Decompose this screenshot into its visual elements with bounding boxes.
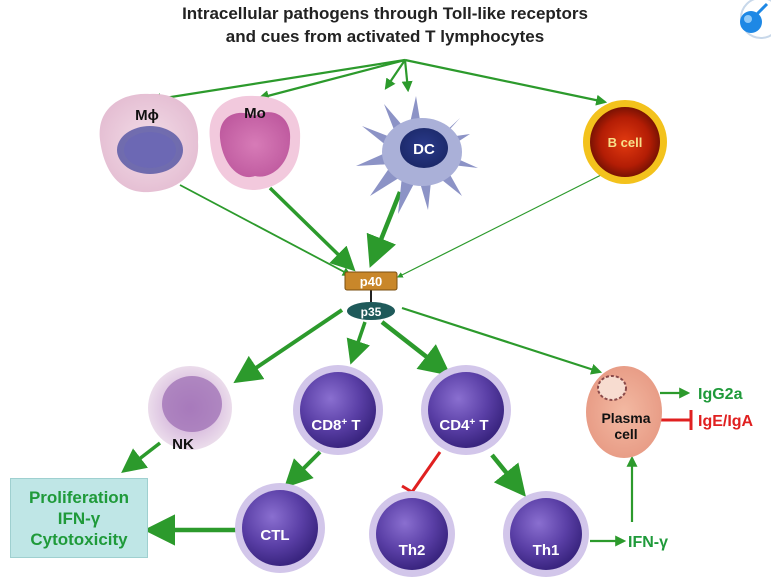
top-arrows	[149, 58, 608, 106]
macrophage-cell: Mϕ	[99, 93, 199, 193]
cd4-label: CD4	[439, 417, 470, 434]
th1-label: Th1	[533, 542, 560, 559]
arrows-from-il12	[233, 306, 603, 384]
th2-cell: Th2	[369, 491, 455, 577]
ifng-label: IFN-γ	[628, 534, 668, 551]
ctl-label: CTL	[260, 527, 289, 544]
p35-label: p35	[361, 305, 382, 319]
plasma-label-line1: Plasma	[601, 410, 650, 426]
p35-subunit	[347, 302, 395, 320]
arrow-to-dc-a	[401, 59, 413, 93]
arrow-b-to-p40	[396, 167, 616, 278]
inhibit-cd4-to-th2	[410, 451, 442, 493]
macrophage-label: Mϕ	[135, 107, 159, 124]
dendritic-label: DC	[413, 141, 435, 158]
nk-cell: NK	[148, 366, 232, 453]
dendritic-cell: DC	[356, 96, 478, 214]
arrow-to-cd8	[346, 321, 370, 365]
svg-text:CD4+ T: CD4+ T	[439, 417, 488, 435]
arrow-dc-to-p40	[366, 191, 403, 268]
cd4-suffix: T	[475, 417, 488, 434]
arrow-mo-to-p40	[268, 186, 356, 272]
cd4-t-cell: CD4+ T	[421, 365, 511, 455]
arrow-to-bcell	[404, 58, 608, 106]
diagram-title-line2: and cues from activated T lymphocytes	[225, 27, 545, 46]
ige-iga-label: IgE/IgA	[698, 413, 754, 430]
svg-text:CD8+ T: CD8+ T	[311, 417, 360, 435]
cd8-suffix: T	[347, 417, 360, 434]
arrow-nk-to-prolif	[121, 441, 162, 473]
arrow-to-monocyte	[257, 58, 406, 102]
arrow-to-plasma	[401, 306, 603, 375]
p40-label: p40	[360, 274, 382, 289]
nk-label: NK	[172, 436, 194, 453]
ctl-cell: CTL	[235, 483, 325, 573]
th2-label: Th2	[399, 542, 426, 559]
monocyte-label: Mo	[244, 105, 266, 122]
arrow-to-macrophage	[149, 58, 406, 105]
plasma-cell: Plasma cell	[586, 366, 662, 458]
proliferation-box: Proliferation IFN-γ Cytotoxicity	[10, 478, 148, 558]
arrow-mac-to-p40	[179, 184, 352, 276]
igg2a-label: IgG2a	[698, 386, 743, 403]
b-cell-label: B cell	[608, 135, 643, 150]
cd8-label: CD8	[311, 417, 341, 434]
corner-logo-icon	[740, 0, 771, 39]
arrow-cd8-to-ctl	[284, 450, 322, 488]
cd4-superscript: +	[469, 417, 475, 428]
b-cell: B cell	[583, 100, 667, 184]
th1-cell: Th1	[503, 491, 589, 577]
p40-subunit	[344, 271, 398, 291]
proliferation-line3: Cytotoxicity	[30, 529, 128, 549]
proliferation-line2: IFN-γ	[57, 508, 101, 528]
diagram-title-line1: Intracellular pathogens through Toll-lik…	[182, 4, 588, 23]
arrows-to-il12	[179, 167, 616, 278]
plasma-label-line2: cell	[614, 426, 637, 442]
il12-complex: p40 p35	[344, 271, 398, 320]
cd8-superscript: +	[341, 417, 347, 428]
lower-arrows	[121, 387, 691, 547]
arrow-cd4-to-th1	[490, 453, 526, 497]
cd8-t-cell: CD8+ T	[293, 365, 383, 455]
arrow-to-nk	[233, 308, 344, 384]
arrow-to-dc-b	[384, 59, 406, 90]
proliferation-line1: Proliferation	[28, 487, 130, 507]
monocyte-cell: Mo	[209, 95, 301, 190]
arrow-to-cd4	[380, 320, 451, 376]
